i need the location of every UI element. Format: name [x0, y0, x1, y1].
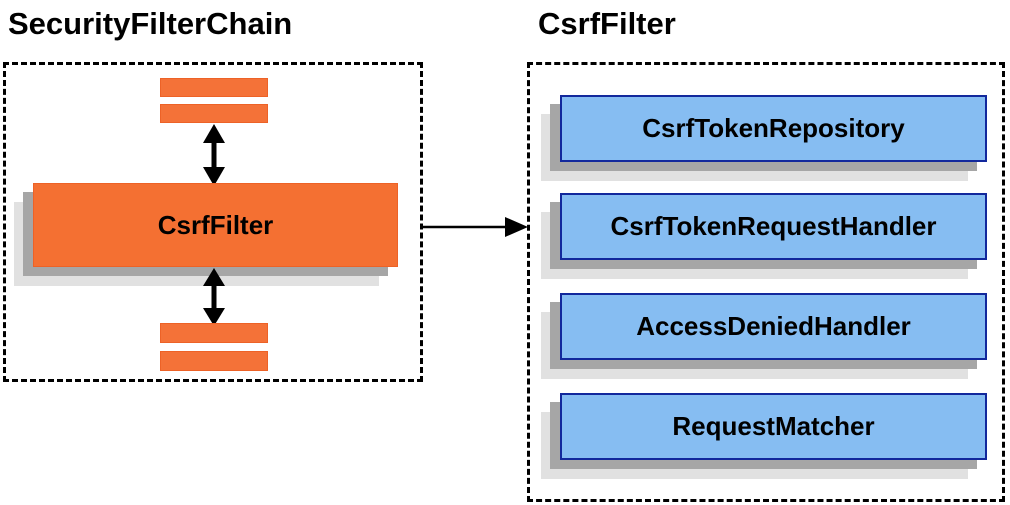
flow-arrow-icon: [423, 217, 528, 237]
component-csrf-token-request-handler: CsrfTokenRequestHandler: [560, 193, 987, 260]
csrf-filter-node: CsrfFilter: [33, 183, 398, 267]
security-filter-chain-container: CsrfFilter: [3, 62, 423, 382]
filter-placeholder-bar: [160, 323, 268, 343]
component-label: RequestMatcher: [672, 411, 875, 441]
filter-placeholder-bar: [160, 104, 268, 123]
csrf-filter-components-container: CsrfTokenRepository CsrfTokenRequestHand…: [527, 62, 1005, 502]
csrf-filter-title: CsrfFilter: [538, 6, 676, 41]
csrf-filter-node-label: CsrfFilter: [157, 209, 274, 240]
component-access-denied-handler: AccessDeniedHandler: [560, 293, 987, 360]
component-request-matcher: RequestMatcher: [560, 393, 987, 460]
filter-placeholder-bar: [160, 351, 268, 371]
security-filter-chain-title: SecurityFilterChain: [8, 6, 293, 41]
filter-placeholder-bar: [160, 78, 268, 97]
double-headed-arrow-icon: [203, 124, 225, 186]
component-label: CsrfTokenRequestHandler: [610, 211, 937, 241]
double-headed-arrow-icon: [203, 268, 225, 326]
component-label: CsrfTokenRepository: [642, 113, 905, 143]
component-label: AccessDeniedHandler: [636, 311, 911, 341]
component-csrf-token-repository: CsrfTokenRepository: [560, 95, 987, 162]
